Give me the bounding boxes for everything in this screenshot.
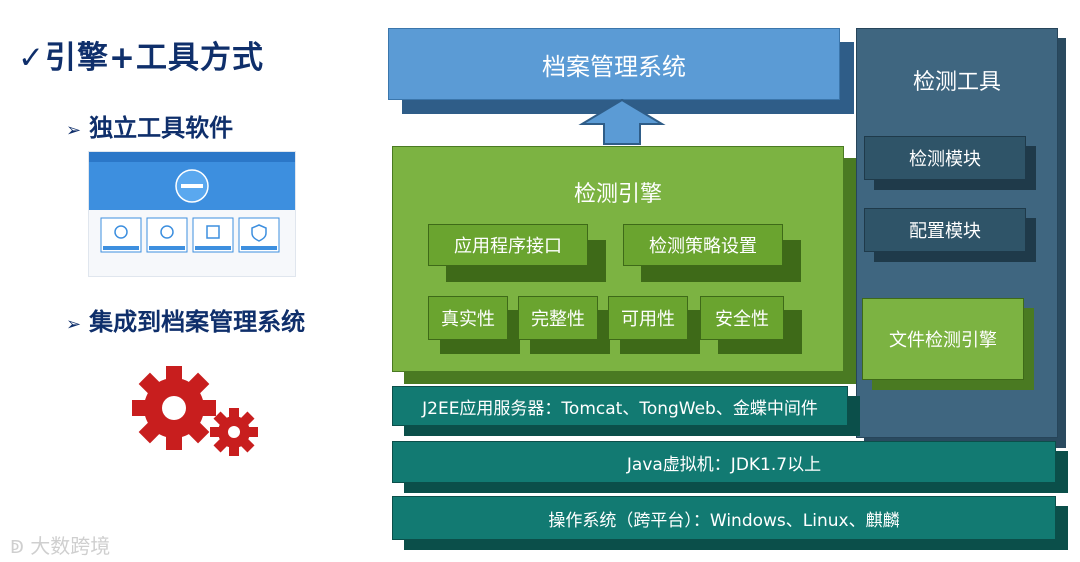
layer-jvm: Java虚拟机：JDK1.7以上 — [392, 441, 1056, 483]
file-detection-engine-label: 文件检测引擎 — [889, 330, 997, 351]
policy-box: 检测策略设置 — [623, 224, 783, 266]
up-arrow-icon — [578, 98, 666, 145]
bullet-integrated-label: 集成到档案管理系统 — [89, 308, 306, 336]
layer-os: 操作系统（跨平台）：Windows、Linux、麒麟 — [392, 496, 1056, 540]
api-label: 应用程序接口 — [454, 236, 562, 257]
bullet-integrated: ➢ 集成到档案管理系统 — [66, 302, 305, 337]
prop-security-label: 安全性 — [715, 309, 769, 330]
archive-system-box: 档案管理系统 — [388, 28, 840, 100]
watermark: ↁ 大数跨境 — [10, 530, 110, 559]
layer-os-label: 操作系统（跨平台）：Windows、Linux、麒麟 — [548, 510, 900, 531]
tool-software-illustration — [89, 152, 295, 276]
engine-title: 检测引擎 — [573, 182, 662, 207]
watermark-text: 大数跨境 — [30, 534, 111, 558]
gears-icon — [132, 366, 258, 456]
prop-authenticity: 真实性 — [428, 296, 508, 340]
prop-integrity-label: 完整性 — [531, 309, 585, 330]
module-config: 配置模块 — [864, 208, 1026, 252]
module-config-label: 配置模块 — [909, 221, 981, 242]
page-title: ✓引擎+工具方式 — [18, 40, 264, 76]
module-detection: 检测模块 — [864, 136, 1026, 180]
prop-authenticity-label: 真实性 — [441, 309, 495, 330]
triangle-bullet-icon: ➢ — [66, 314, 82, 335]
bullet-standalone-label: 独立工具软件 — [89, 114, 234, 142]
tool-software-thumbnail — [88, 151, 296, 277]
prop-usability-label: 可用性 — [621, 309, 675, 330]
layer-app-server-label: J2EE应用服务器：Tomcat、TongWeb、金蝶中间件 — [422, 398, 818, 419]
archive-system-label: 档案管理系统 — [542, 52, 686, 81]
prop-security: 安全性 — [700, 296, 784, 340]
policy-label: 检测策略设置 — [649, 236, 757, 257]
bullet-standalone: ➢ 独立工具软件 — [66, 108, 233, 143]
api-box: 应用程序接口 — [428, 224, 588, 266]
triangle-bullet-icon: ➢ — [66, 120, 82, 141]
layer-jvm-label: Java虚拟机：JDK1.7以上 — [626, 454, 822, 475]
file-detection-engine: 文件检测引擎 — [862, 298, 1024, 380]
watermark-logo-icon: ↁ — [10, 537, 24, 558]
prop-integrity: 完整性 — [518, 296, 598, 340]
prop-usability: 可用性 — [608, 296, 688, 340]
tools-title: 检测工具 — [912, 70, 1001, 95]
layer-app-server: J2EE应用服务器：Tomcat、TongWeb、金蝶中间件 — [392, 386, 848, 426]
module-detection-label: 检测模块 — [909, 149, 981, 170]
